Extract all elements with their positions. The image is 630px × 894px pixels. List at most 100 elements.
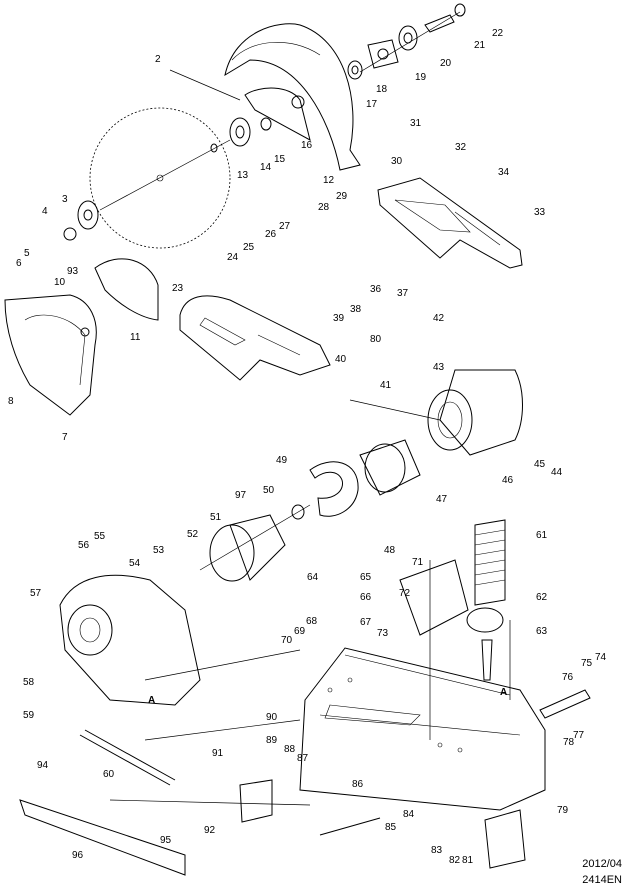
part-label-75: 75 xyxy=(581,658,593,669)
shaft-76 xyxy=(539,689,591,719)
chip-guard-96 xyxy=(19,799,186,876)
part-label-62: 62 xyxy=(536,592,548,603)
part-label-14: 14 xyxy=(260,162,272,173)
part-label-56: 56 xyxy=(78,540,90,551)
arm-23 xyxy=(179,295,331,381)
guide-lines xyxy=(109,69,511,806)
part-label-46: 46 xyxy=(502,475,514,486)
part-label-90: 90 xyxy=(266,712,278,723)
part-label-40: 40 xyxy=(335,354,347,365)
part-label-71: 71 xyxy=(412,557,424,568)
spring-60 xyxy=(79,729,176,786)
part-label-12: 12 xyxy=(323,175,335,186)
part-label-15: 15 xyxy=(274,154,286,165)
part-label-7: 7 xyxy=(62,432,68,443)
part-label-68: 68 xyxy=(306,616,318,627)
handle-30 xyxy=(377,177,523,269)
part-label-47: 47 xyxy=(436,494,448,505)
part-label-36: 36 xyxy=(370,284,382,295)
part-label-83: 83 xyxy=(431,845,443,856)
part-label-48: 48 xyxy=(384,545,396,556)
part-label-25: 25 xyxy=(243,242,255,253)
part-label-10: 10 xyxy=(54,277,66,288)
part-label-21: 21 xyxy=(474,40,486,51)
bracket-92 xyxy=(239,779,273,823)
part-label-53: 53 xyxy=(153,545,165,556)
part-label-59: 59 xyxy=(23,710,35,721)
part-label-89: 89 xyxy=(266,735,278,746)
wheel-guard-17 xyxy=(224,23,361,171)
part-label-23: 23 xyxy=(172,283,184,294)
part-label-31: 31 xyxy=(410,118,422,129)
reference-markers: AA xyxy=(148,687,507,706)
field-47 xyxy=(359,439,421,496)
part-label-18: 18 xyxy=(376,84,388,95)
part-label-8: 8 xyxy=(8,396,14,407)
part-label-28: 28 xyxy=(318,202,330,213)
part-label-97: 97 xyxy=(235,490,247,501)
part-label-73: 73 xyxy=(377,628,389,639)
part-label-91: 91 xyxy=(212,748,224,759)
gear-housing-57 xyxy=(59,574,201,706)
spindle-assembly xyxy=(347,3,466,80)
part-label-81: 81 xyxy=(462,855,474,866)
part-label-77: 77 xyxy=(573,730,585,741)
part-label-42: 42 xyxy=(433,313,445,324)
part-label-16: 16 xyxy=(301,140,313,151)
part-label-32: 32 xyxy=(455,142,467,153)
part-label-88: 88 xyxy=(284,744,296,755)
part-label-5: 5 xyxy=(24,248,30,259)
part-label-34: 34 xyxy=(498,167,510,178)
part-label-13: 13 xyxy=(237,170,249,181)
part-label-2: 2 xyxy=(155,54,161,65)
part-label-86: 86 xyxy=(352,779,364,790)
rubber-foot-81 xyxy=(484,809,526,869)
part-label-17: 17 xyxy=(366,99,378,110)
part-number-labels: 2345678101112131415161718192021222324252… xyxy=(8,28,607,866)
part-label-41: 41 xyxy=(380,380,392,391)
part-label-24: 24 xyxy=(227,252,239,263)
part-label-33: 33 xyxy=(534,207,546,218)
part-label-43: 43 xyxy=(433,362,445,373)
part-label-58: 58 xyxy=(23,677,35,688)
bolt-85 xyxy=(319,817,381,836)
part-label-63: 63 xyxy=(536,626,548,637)
reference-marker-1: A xyxy=(148,695,155,706)
part-label-93: 93 xyxy=(67,266,79,277)
part-label-52: 52 xyxy=(187,529,199,540)
vise-parts xyxy=(399,519,506,681)
part-label-84: 84 xyxy=(403,809,415,820)
part-label-82: 82 xyxy=(449,855,461,866)
part-label-60: 60 xyxy=(103,769,115,780)
part-label-61: 61 xyxy=(536,530,548,541)
part-label-3: 3 xyxy=(62,194,68,205)
part-label-26: 26 xyxy=(265,229,277,240)
part-label-65: 65 xyxy=(360,572,372,583)
part-label-44: 44 xyxy=(551,467,563,478)
part-label-79: 79 xyxy=(557,805,569,816)
part-label-30: 30 xyxy=(391,156,403,167)
part-label-38: 38 xyxy=(350,304,362,315)
part-label-55: 55 xyxy=(94,531,106,542)
document-code: 2414EN xyxy=(582,874,622,886)
part-label-50: 50 xyxy=(263,485,275,496)
part-label-51: 51 xyxy=(210,512,222,523)
part-label-6: 6 xyxy=(16,258,22,269)
part-label-22: 22 xyxy=(492,28,504,39)
armature-51 xyxy=(199,504,311,582)
baffle-49 xyxy=(309,461,359,517)
part-label-95: 95 xyxy=(160,835,172,846)
part-label-85: 85 xyxy=(385,822,397,833)
part-label-92: 92 xyxy=(204,825,216,836)
part-label-29: 29 xyxy=(336,191,348,202)
guard-plate-11 xyxy=(94,258,159,321)
part-label-20: 20 xyxy=(440,58,452,69)
part-label-64: 64 xyxy=(307,572,319,583)
part-label-78: 78 xyxy=(563,737,575,748)
part-label-72: 72 xyxy=(399,588,411,599)
cut-off-wheel xyxy=(89,107,231,249)
part-label-54: 54 xyxy=(129,558,141,569)
part-label-19: 19 xyxy=(415,72,427,83)
part-label-74: 74 xyxy=(595,652,607,663)
